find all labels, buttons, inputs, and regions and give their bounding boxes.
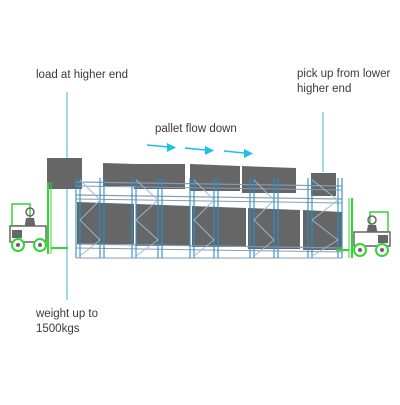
weight-line1: weight up to (36, 308, 99, 320)
weight-line2: 1500kgs (36, 323, 80, 335)
weight-capacity-label: weight up to 1500kgs (36, 307, 126, 337)
pickup-end-line1: pick up from lower (297, 68, 391, 80)
forklift-icon (9, 182, 68, 254)
flow-direction-label: pallet flow down (155, 122, 265, 137)
arrow-right-icon (146, 143, 176, 152)
rack-frame (75, 178, 343, 259)
pallet (190, 164, 240, 191)
lower-pallets (77, 202, 342, 250)
uprights (75, 178, 343, 258)
flow-arrows (146, 143, 253, 158)
load-end-label: load at higher end (36, 68, 176, 83)
flow-text: pallet flow down (155, 123, 237, 135)
pallet (242, 166, 296, 193)
pickup-end-label: pick up from lower higher end (297, 67, 397, 97)
load-end-text: load at higher end (36, 69, 129, 81)
pallet (103, 163, 134, 186)
cross-bracing (79, 179, 339, 257)
arrow-right-icon (184, 146, 214, 155)
pallet (311, 173, 336, 196)
pallet (303, 210, 342, 250)
forklift-icon (336, 198, 391, 258)
pallet (192, 206, 246, 247)
pallet (136, 204, 190, 246)
pallet (77, 202, 134, 244)
arrow-right-icon (223, 149, 253, 158)
pallet (47, 158, 82, 189)
pickup-end-line2: higher end (297, 83, 352, 95)
